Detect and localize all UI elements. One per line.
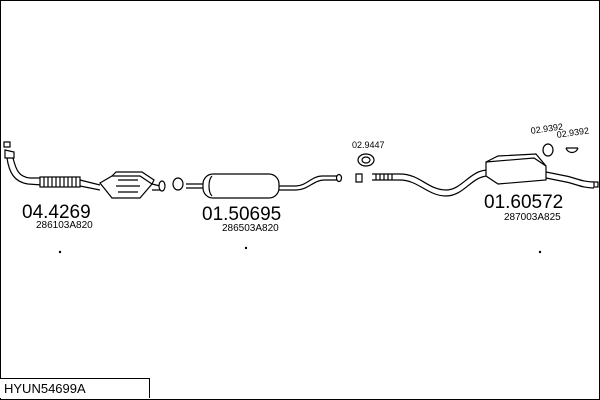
catalytic-converter-drawing (99, 171, 166, 199)
title-block: HYUN54699A (0, 378, 150, 398)
center-muffler-number: 01.50695 (202, 204, 282, 225)
rear-muffler-drawing (485, 153, 599, 189)
rear-pipe-drawing (372, 169, 489, 197)
front-pipe-number: 04.4269 (22, 202, 91, 223)
rear-muffler-number: 01.60572 (484, 192, 564, 213)
diagram-code: HYUN54699A (4, 381, 86, 396)
center-muffler-oem: 286503A820 (222, 223, 279, 234)
center-muffler-drawing (186, 173, 343, 199)
front-pipe-drawing (3, 141, 101, 191)
gasket-number: 02.9447 (352, 140, 385, 150)
mount-b-drawing (565, 147, 579, 154)
ring-clamp-drawing (172, 177, 184, 191)
front-pipe-oem: 286103A820 (36, 220, 93, 231)
rear-muffler-oem: 287003A825 (504, 212, 561, 223)
mount-a-drawing (542, 143, 554, 157)
